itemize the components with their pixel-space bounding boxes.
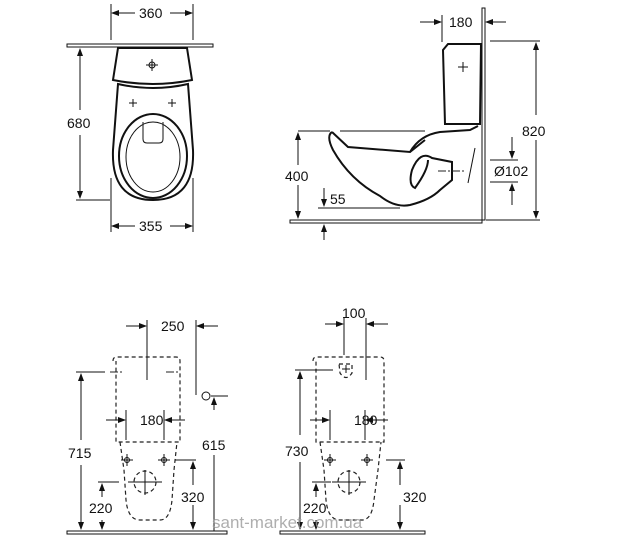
dim-tank-fix-spacing: 180 bbox=[354, 412, 378, 428]
dim-offset: 100 bbox=[342, 305, 366, 321]
crosshair-icon bbox=[168, 99, 176, 107]
crosshair-icon bbox=[121, 454, 133, 466]
dim-width: 250 bbox=[161, 318, 185, 334]
dim-bolt-height: 320 bbox=[181, 489, 205, 505]
dim-depth: 680 bbox=[67, 115, 91, 131]
dim-tank-depth: 180 bbox=[449, 14, 473, 30]
bowl-outline bbox=[111, 82, 195, 202]
fixing-view-2: 100 730 180 320 220 bbox=[279, 305, 427, 535]
dim-bolt-height: 320 bbox=[403, 489, 427, 505]
dim-width-bottom: 355 bbox=[139, 218, 163, 234]
dim-floor-clearance: 55 bbox=[330, 191, 346, 207]
top-view: 360 680 355 bbox=[66, 4, 214, 234]
watermark: sant-market.com.ua bbox=[212, 513, 363, 532]
dim-width-top: 360 bbox=[139, 5, 163, 21]
dim-height: 730 bbox=[285, 443, 309, 459]
dim-seat-height: 400 bbox=[285, 168, 309, 184]
tank-outline bbox=[111, 47, 194, 85]
dim-height: 715 bbox=[68, 445, 92, 461]
fixing-view-1: 250 715 180 615 320 220 bbox=[66, 318, 228, 535]
dim-supply-height: 615 bbox=[202, 437, 226, 453]
dim-tank-fix-spacing: 180 bbox=[140, 412, 164, 428]
dim-outlet-height: 220 bbox=[303, 500, 327, 516]
flush-button-icon bbox=[338, 363, 353, 379]
cistern-outline bbox=[441, 43, 483, 125]
crosshair-icon bbox=[146, 59, 158, 71]
crosshair-icon bbox=[129, 99, 137, 107]
dim-total-height: 820 bbox=[522, 123, 546, 139]
crosshair-icon bbox=[361, 454, 373, 466]
crosshair-icon bbox=[158, 454, 170, 466]
supply-connection-icon bbox=[201, 391, 228, 401]
crosshair-icon bbox=[324, 454, 336, 466]
dim-outlet-diameter: Ø102 bbox=[494, 163, 528, 179]
crosshair-icon bbox=[458, 62, 468, 72]
dim-outlet-height: 220 bbox=[89, 500, 113, 516]
side-view: 180 400 55 820 Ø102 bbox=[285, 7, 546, 240]
